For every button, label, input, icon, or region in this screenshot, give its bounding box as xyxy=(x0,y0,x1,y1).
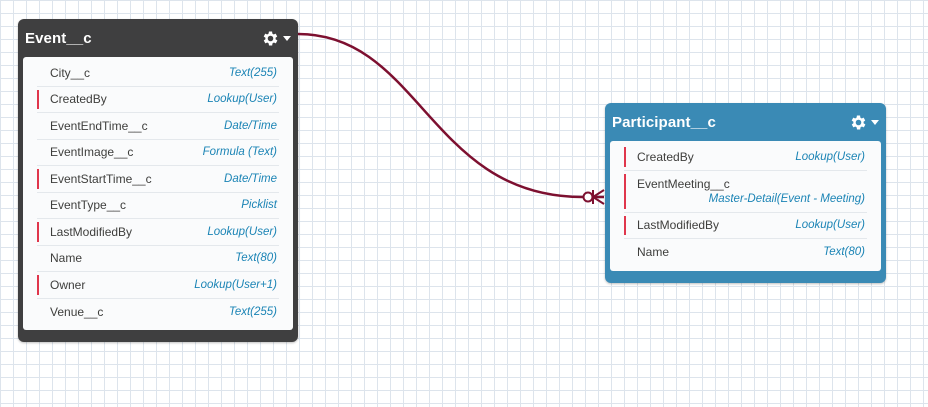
gear-icon xyxy=(851,115,866,129)
required-marker xyxy=(37,275,39,295)
event-object-header[interactable]: Event__c xyxy=(23,19,293,57)
field-name: City__c xyxy=(50,65,91,80)
field-row-venue[interactable]: Venue__c Text(255) xyxy=(37,299,279,326)
chevron-down-icon xyxy=(871,120,879,125)
required-marker xyxy=(624,173,626,209)
chevron-down-icon xyxy=(283,36,291,41)
required-marker xyxy=(37,89,39,109)
field-name: LastModifiedBy xyxy=(637,218,720,233)
field-row-createdby[interactable]: CreatedBy Lookup(User) xyxy=(37,87,279,113)
required-marker xyxy=(37,222,39,242)
participant-object-menu-button[interactable] xyxy=(849,113,879,132)
relationship-zero-marker xyxy=(582,191,594,203)
field-type[interactable]: Formula (Text) xyxy=(202,146,277,159)
required-marker xyxy=(624,215,626,235)
field-name: Venue__c xyxy=(50,304,104,319)
participant-field-list: CreatedBy Lookup(User) EventMeeting__c M… xyxy=(610,141,881,271)
field-name: EventImage__c xyxy=(50,145,134,160)
field-type[interactable]: Lookup(User) xyxy=(207,93,277,106)
field-row-name[interactable]: Name Text(80) xyxy=(37,246,279,272)
field-name: CreatedBy xyxy=(637,149,694,164)
participant-object-card[interactable]: Participant__c CreatedBy Lookup(User) Ev… xyxy=(605,103,886,283)
field-row-eventtype[interactable]: EventType__c Picklist xyxy=(37,193,279,219)
field-name: EventEndTime__c xyxy=(50,118,148,133)
event-object-menu-button[interactable] xyxy=(261,29,291,48)
field-row-lastmodifiedby[interactable]: LastModifiedBy Lookup(User) xyxy=(624,213,867,239)
field-row-city[interactable]: City__c Text(255) xyxy=(37,60,279,87)
field-type[interactable]: Lookup(User) xyxy=(207,225,277,238)
field-type[interactable]: Date/Time xyxy=(224,172,277,185)
field-type[interactable]: Text(255) xyxy=(228,305,277,318)
field-row-name[interactable]: Name Text(80) xyxy=(624,239,867,266)
field-row-createdby[interactable]: CreatedBy Lookup(User) xyxy=(624,144,867,171)
event-object-title[interactable]: Event__c xyxy=(25,29,92,47)
field-type[interactable]: Text(80) xyxy=(823,246,865,259)
field-name: Name xyxy=(50,251,83,266)
field-type[interactable]: Date/Time xyxy=(224,119,277,132)
relationship-line xyxy=(297,32,604,199)
field-name: Owner xyxy=(50,277,86,292)
field-name: EventType__c xyxy=(50,198,127,213)
field-name: Name xyxy=(637,245,670,260)
field-type[interactable]: Lookup(User+1) xyxy=(194,278,277,291)
event-object-card[interactable]: Event__c City__c Text(255) CreatedBy Loo… xyxy=(18,19,298,342)
field-row-eventstarttime[interactable]: EventStartTime__c Date/Time xyxy=(37,166,279,193)
field-name: CreatedBy xyxy=(50,92,107,107)
field-row-owner[interactable]: Owner Lookup(User+1) xyxy=(37,272,279,299)
relationship-crowfoot-lower xyxy=(592,196,605,205)
field-type[interactable]: Lookup(User) xyxy=(795,150,865,163)
field-name: EventStartTime__c xyxy=(50,171,152,186)
participant-object-title[interactable]: Participant__c xyxy=(612,113,716,131)
field-row-eventendtime[interactable]: EventEndTime__c Date/Time xyxy=(37,113,279,140)
required-marker xyxy=(37,169,39,189)
field-row-eventimage[interactable]: EventImage__c Formula (Text) xyxy=(37,140,279,166)
event-field-list: City__c Text(255) CreatedBy Lookup(User)… xyxy=(23,57,293,330)
field-name: EventMeeting__c xyxy=(637,177,730,191)
field-type[interactable]: Lookup(User) xyxy=(795,219,865,232)
required-marker xyxy=(624,147,626,167)
participant-object-header[interactable]: Participant__c xyxy=(610,103,881,141)
field-row-eventmeeting[interactable]: EventMeeting__c Master-Detail(Event - Me… xyxy=(624,171,867,213)
field-type[interactable]: Text(255) xyxy=(228,66,277,79)
field-type[interactable]: Master-Detail(Event - Meeting) xyxy=(708,193,865,205)
field-name: LastModifiedBy xyxy=(50,224,133,239)
field-type[interactable]: Picklist xyxy=(241,199,277,212)
field-type[interactable]: Text(80) xyxy=(235,252,277,265)
relationship-crowfoot-upper xyxy=(592,189,605,198)
gear-icon xyxy=(263,31,278,45)
field-row-lastmodifiedby[interactable]: LastModifiedBy Lookup(User) xyxy=(37,219,279,246)
